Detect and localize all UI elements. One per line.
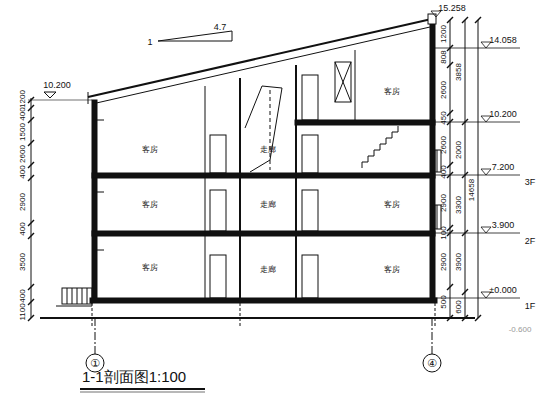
dimension: 1100	[19, 303, 27, 320]
slope-label: 4.7	[214, 23, 227, 32]
floor-label: 3F	[525, 178, 536, 187]
elevation-label: 7.200	[492, 163, 515, 172]
dimension: 400	[19, 222, 27, 235]
room-label: 走廊	[260, 266, 276, 274]
dimension: 400	[19, 289, 27, 302]
dimension: 2600	[440, 81, 448, 99]
floor-label: 1F	[525, 302, 536, 311]
axis-number: ④	[427, 358, 437, 369]
dimension: 450	[440, 111, 448, 124]
dimension: 500	[440, 295, 448, 308]
dimension: 400	[440, 165, 448, 178]
dimension: 2900	[19, 193, 27, 211]
axis-number: ①	[90, 358, 100, 369]
dimension: 3900	[455, 253, 463, 271]
elevation-label: 10.200	[489, 110, 517, 119]
dimension: 14658	[468, 179, 476, 201]
elevation-label: 3.900	[492, 221, 515, 230]
room-label: 走廊	[260, 201, 276, 209]
elevation-label: 15.258	[438, 4, 466, 13]
floor-label: 2F	[525, 237, 536, 246]
dimension: 2600	[440, 136, 448, 154]
drawing-caption: 1-1剖面图1:100	[82, 369, 186, 384]
elevation-label: ±0.000	[489, 286, 516, 295]
room-label: 客房	[384, 266, 400, 274]
room-label: 客房	[384, 88, 400, 96]
dimension: 2600	[19, 145, 27, 163]
dimension: 3500	[19, 253, 27, 271]
dimension: 1200	[440, 25, 448, 43]
room-label: 走廊	[260, 146, 276, 154]
elevation-label: 10.200	[43, 81, 71, 90]
dimension: 2900	[440, 194, 448, 212]
dimension: 2000	[455, 141, 463, 159]
elevation-label: 14.058	[489, 36, 517, 45]
dimension: 600	[455, 300, 463, 313]
dimension: 100	[440, 226, 448, 239]
dimension: 3858	[455, 63, 463, 81]
room-label: 客房	[142, 201, 158, 209]
room-label: 客房	[142, 264, 158, 272]
room-label: 客房	[142, 146, 158, 154]
dimension: 400	[19, 165, 27, 178]
watermark: -0.600	[509, 326, 532, 334]
room-label: 客房	[384, 201, 400, 209]
dimension: 2900	[440, 253, 448, 271]
dimension: 1500	[19, 123, 27, 141]
slope-label: 1	[147, 38, 152, 47]
dimension: 3300	[455, 196, 463, 214]
dimension: 400	[19, 107, 27, 120]
dimension: 1200	[19, 90, 27, 108]
dimension: 808	[440, 50, 448, 63]
